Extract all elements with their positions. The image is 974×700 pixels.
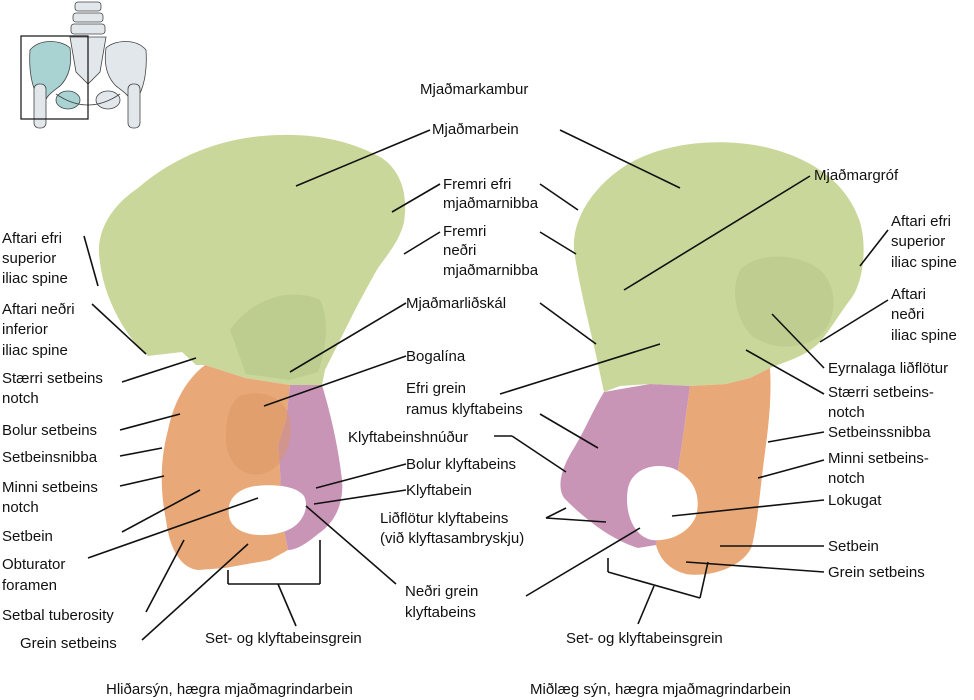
label-asis-line1: Fremri efri [443, 176, 511, 193]
label-symphyseal-surface-line2: (við klyftasambryskju) [380, 530, 524, 547]
label-pubic-tubercle: Klyftabeinshnúður [348, 429, 468, 446]
label-psis-line1: Aftari efri [2, 230, 62, 247]
label-greater-sciatic-notch-line2: notch [2, 390, 39, 407]
label-aiis-line1: Fremri [443, 223, 486, 240]
label-medial-psis-line2: superior [891, 233, 945, 250]
label-piis-line2: inferior [2, 321, 48, 338]
label-inferior-ramus-line2: klyftabeins [405, 604, 476, 621]
label-ischium-medial: Setbein [828, 538, 879, 555]
label-symphyseal-surface-line1: Liðflötur klyftabeins [380, 510, 508, 527]
label-ischial-ramus-medial: Grein setbeins [828, 564, 925, 581]
label-ilium: Mjaðmarbein [432, 121, 519, 138]
label-medial-psis-line1: Aftari efri [891, 213, 951, 230]
medial-labels: Mjaðmargróf Aftari efri superior iliac s… [530, 167, 957, 698]
caption-lateral-view: Hliðarsýn, hægra mjaðmagrindarbein [106, 681, 353, 698]
label-ischial-spine-lateral: Setbeinsnibba [2, 449, 98, 466]
label-ischiopubic-ramus-lateral: Set- og klyftabeinsgrein [205, 630, 362, 647]
label-arcuate-line: Bogalína [406, 348, 466, 365]
label-aiis-line3: mjaðmarnibba [443, 262, 539, 279]
label-piis-line3: iliac spine [2, 342, 68, 359]
label-obturator-foramen-medial: Lokugat [828, 492, 882, 509]
label-piis-line1: Aftari neðri [2, 301, 75, 318]
label-psis-line2: superior [2, 250, 56, 267]
label-medial-piis-line2: neðri [891, 306, 924, 323]
label-ischial-ramus-lateral: Grein setbeins [20, 635, 117, 652]
label-medial-lsn-line1: Minni setbeins- [828, 450, 929, 467]
label-aiis-line2: neðri [443, 242, 476, 259]
label-ischiopubic-ramus-medial: Set- og klyftabeinsgrein [566, 630, 723, 647]
label-iliac-fossa: Mjaðmargróf [814, 167, 899, 184]
label-inferior-ramus-line1: Neðri grein [405, 583, 478, 600]
lateral-hip-bone [98, 134, 406, 570]
label-obturator-foramen-line1: Obturator [2, 556, 65, 573]
lateral-obturator-foramen [228, 485, 307, 536]
label-medial-piis-line3: iliac spine [891, 327, 957, 344]
label-medial-gsn-line1: Stærri setbeins- [828, 384, 934, 401]
label-lesser-sciatic-notch-line1: Minni setbeins [2, 479, 98, 496]
lateral-labels: Mjaðmarkambur Mjaðmarbein Fremri efri mj… [2, 81, 539, 698]
medial-hip-bone [560, 142, 864, 575]
label-iliac-crest: Mjaðmarkambur [420, 81, 528, 98]
label-psis-line3: iliac spine [2, 270, 68, 287]
pelvis-thumbnail [20, 1, 147, 129]
leader-lines [83, 129, 889, 641]
label-pubis: Klyftabein [406, 482, 472, 499]
label-superior-ramus-line2: ramus klyftabeins [406, 401, 523, 418]
label-ischial-spine-medial: Setbeinssnibba [828, 424, 931, 441]
label-medial-piis-line1: Aftari [891, 286, 926, 303]
label-asis-line2: mjaðmarnibba [443, 195, 539, 212]
label-acetabulum: Mjaðmarliðskál [406, 295, 506, 312]
label-ischium-body: Bolur setbeins [2, 422, 97, 439]
label-greater-sciatic-notch-line1: Stærri setbeins [2, 370, 103, 387]
label-pubis-body: Bolur klyftabeins [406, 456, 516, 473]
label-medial-lsn-line2: notch [828, 470, 865, 487]
lateral-ilium-region [98, 134, 406, 385]
label-ischium-lateral: Setbein [2, 528, 53, 545]
label-medial-gsn-line2: notch [828, 404, 865, 421]
label-lesser-sciatic-notch-line2: notch [2, 499, 39, 516]
label-medial-psis-line3: iliac spine [891, 254, 957, 271]
label-ischial-tuberosity: Setbal tuberosity [2, 607, 114, 624]
label-auricular-surface: Eyrnalaga liðflötur [828, 360, 948, 377]
label-superior-ramus-line1: Efri grein [406, 380, 466, 397]
caption-medial-view: Miðlæg sýn, hægra mjaðmagrindarbein [530, 681, 791, 698]
label-obturator-foramen-line2: foramen [2, 577, 57, 594]
medial-obturator-foramen [627, 466, 698, 541]
